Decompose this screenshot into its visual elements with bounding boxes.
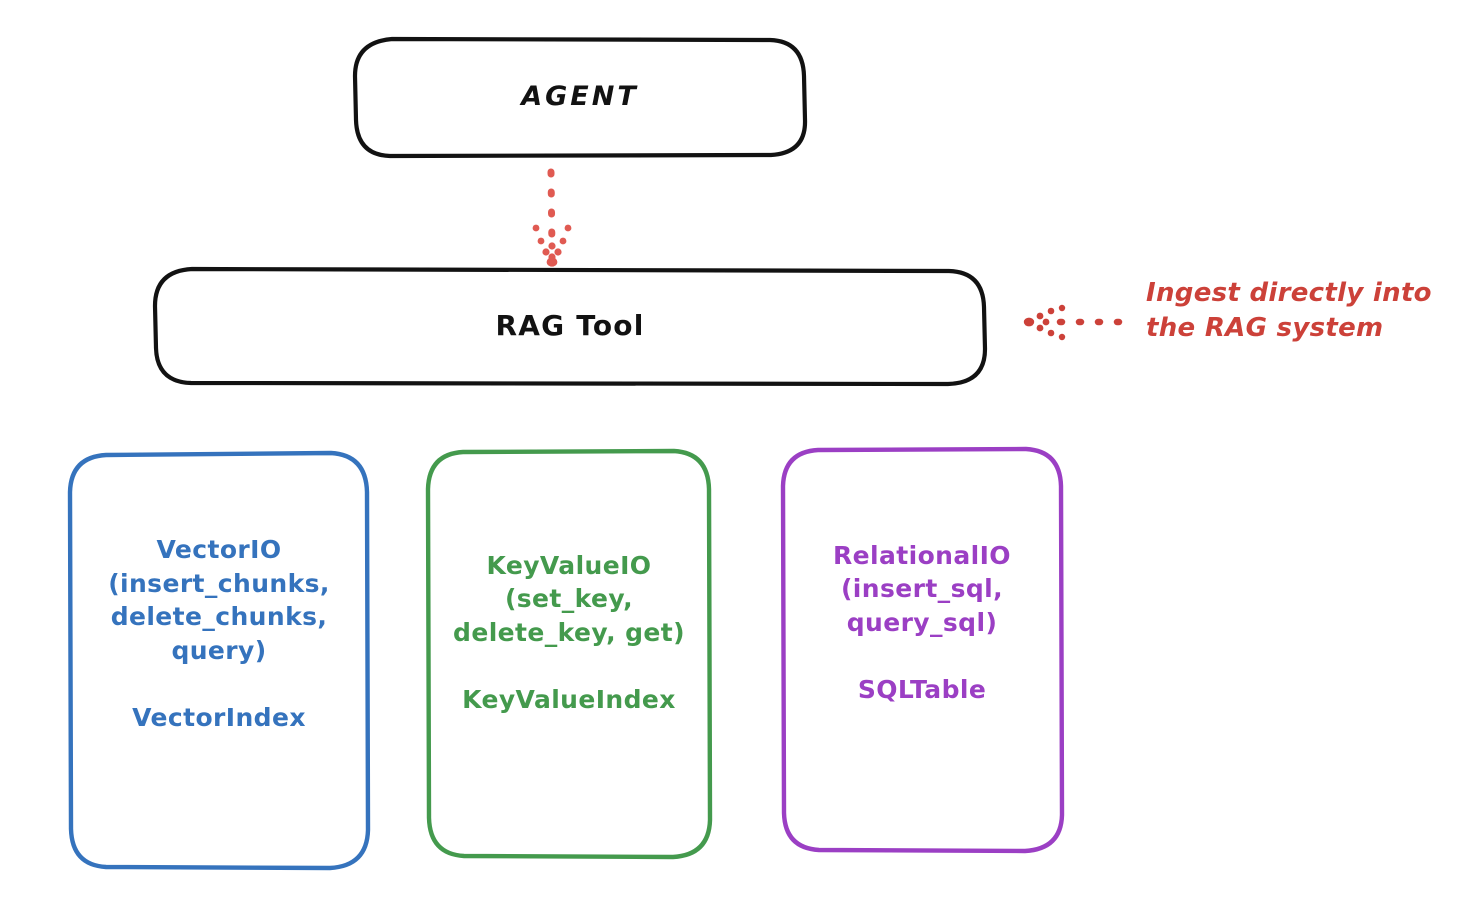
key-value-io-index-label: KeyValueIndex <box>462 685 676 715</box>
ingest-annotation-text: Ingest directly into the RAG system <box>1146 278 1432 344</box>
node-agent[interactable]: AGENT <box>355 38 805 156</box>
key-value-io-api-label: KeyValueIO (set_key, delete_key, get) <box>453 550 685 647</box>
node-key-value-io[interactable]: KeyValueIO (set_key, delete_key, get) Ke… <box>428 450 710 857</box>
key-value-io-content: KeyValueIO (set_key, delete_key, get) Ke… <box>453 549 685 715</box>
ingest-to-rag-tool-arrow <box>1023 304 1136 341</box>
relational-io-box-outline <box>780 446 1065 854</box>
node-relational-io[interactable]: RelationalIO (insert_sql, query_sql) SQL… <box>783 448 1061 851</box>
agent-label: AGENT <box>521 81 639 113</box>
rag-tool-label: RAG Tool <box>495 309 645 343</box>
agent-to-rag-tool-arrow <box>532 168 572 267</box>
vector-io-index-label: VectorIndex <box>132 703 306 732</box>
relational-io-index-label: SQLTable <box>857 675 987 705</box>
rag-tool-box-outline <box>152 266 988 387</box>
vector-io-box-outline <box>67 450 371 871</box>
vector-io-api-label: VectorIO (insert_chunks, delete_chunks, … <box>108 535 330 665</box>
relational-io-content: RelationalIO (insert_sql, query_sql) SQL… <box>833 539 1011 705</box>
vector-io-content: VectorIO (insert_chunks, delete_chunks, … <box>108 533 330 732</box>
relational-io-api-label: RelationalIO (insert_sql, query_sql) <box>833 540 1011 637</box>
key-value-io-box-outline <box>425 448 713 860</box>
node-vector-io[interactable]: VectorIO (insert_chunks, delete_chunks, … <box>70 452 368 869</box>
agent-box-outline <box>352 36 808 159</box>
node-rag-tool[interactable]: RAG Tool <box>155 268 985 385</box>
